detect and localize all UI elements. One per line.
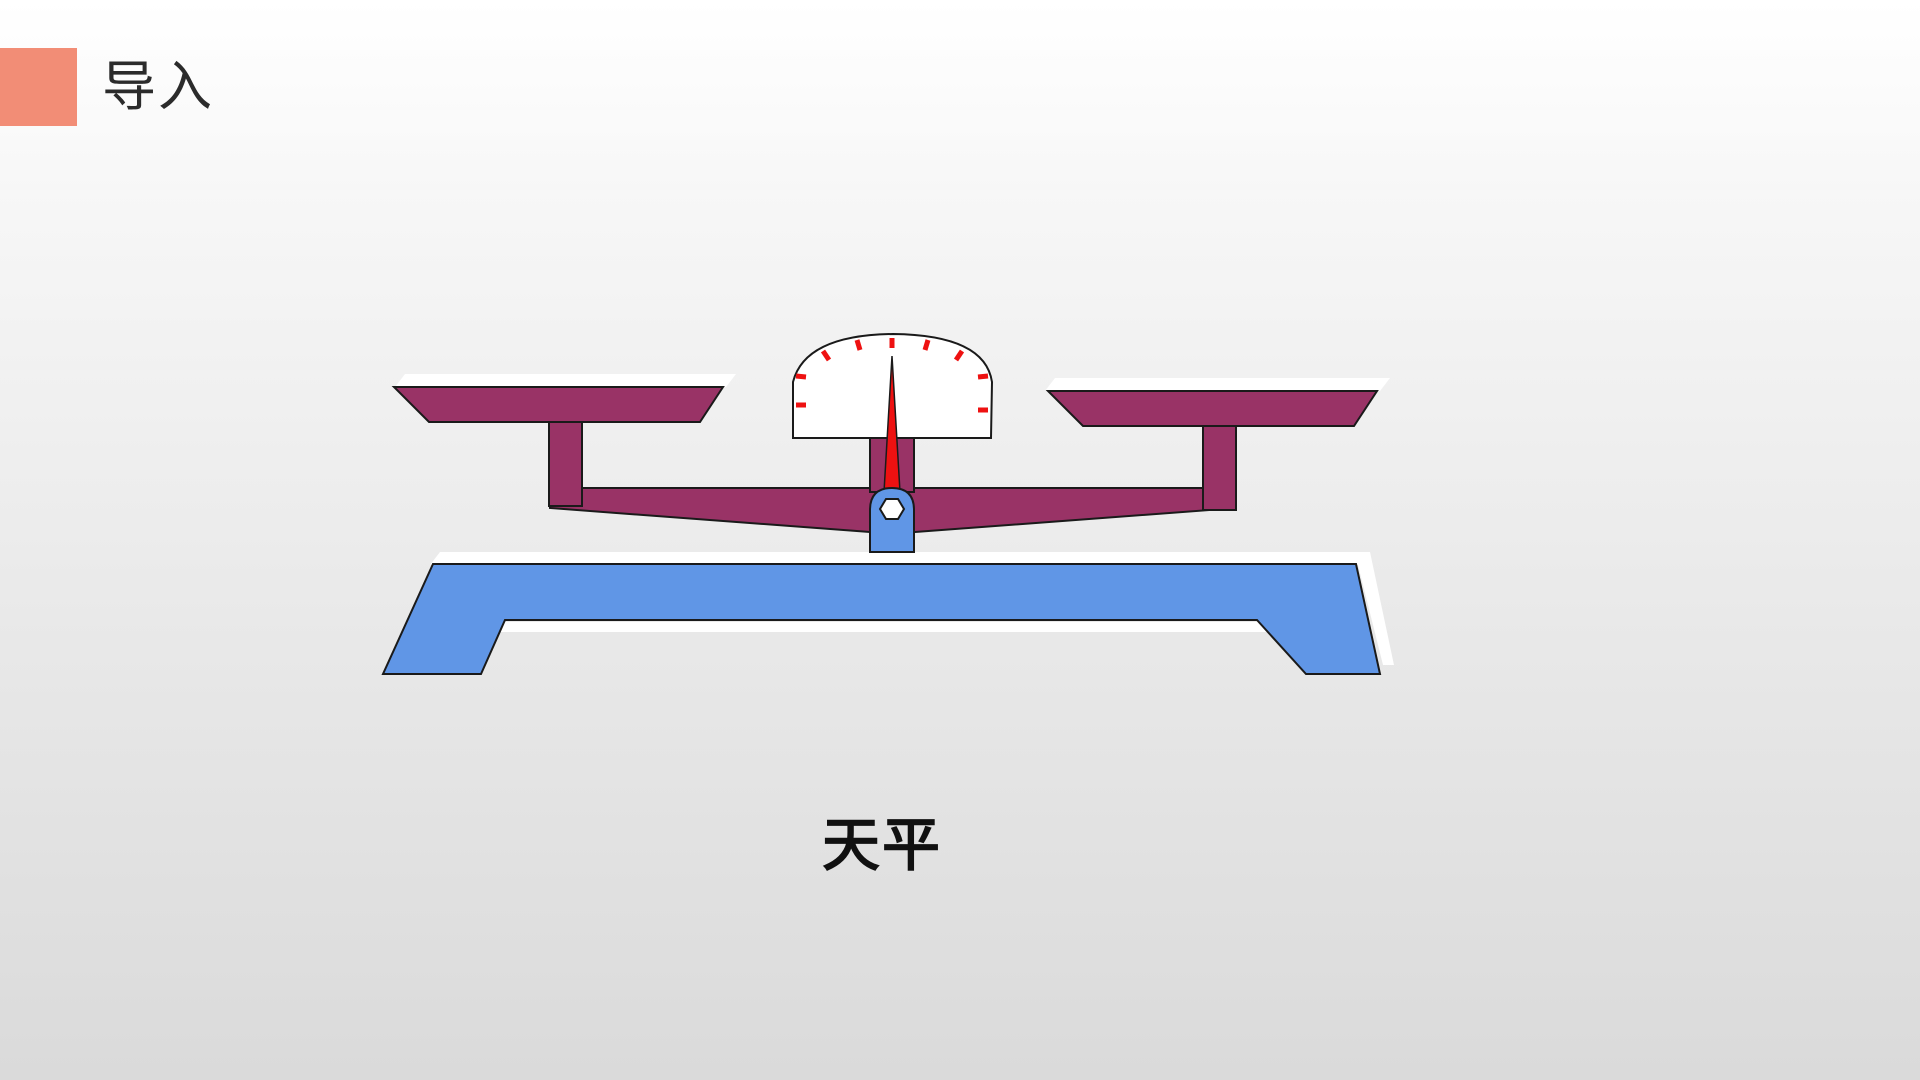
section-title: 导入 [102,55,214,118]
section-accent-bar [0,48,77,126]
pivot-nut-icon [878,498,906,520]
right-pan [1045,390,1379,427]
scale-base [381,563,1382,675]
figure-caption: 天平 [821,811,942,879]
left-pan [391,386,725,423]
left-pan-post [548,419,583,507]
dial-ticks [795,338,989,413]
right-pan-post [1202,423,1237,511]
